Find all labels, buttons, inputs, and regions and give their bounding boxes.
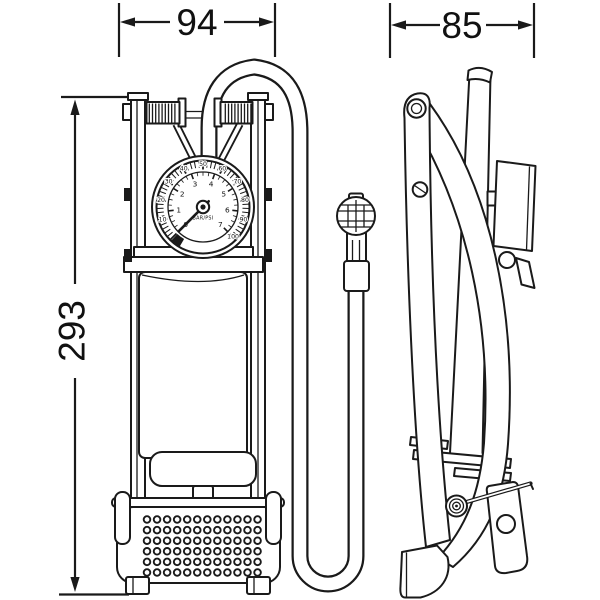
- svg-text:70: 70: [233, 179, 241, 186]
- svg-text:1: 1: [176, 205, 181, 214]
- svg-text:5: 5: [221, 189, 226, 198]
- svg-text:80: 80: [241, 197, 249, 204]
- gauge-unit-label: BAR/PSI: [193, 216, 214, 222]
- foot-pad: [399, 544, 450, 599]
- pressure-gauge: 10203040506070809010001234567 BAR/PSI: [151, 155, 255, 259]
- return-spring-side: [445, 494, 468, 518]
- front-width-value: 94: [176, 2, 217, 43]
- side-width-value: 85: [441, 5, 482, 46]
- foot-pedal: [111, 491, 285, 595]
- svg-text:6: 6: [225, 205, 230, 214]
- svg-text:30: 30: [165, 179, 173, 186]
- svg-text:90: 90: [239, 217, 247, 224]
- svg-text:7: 7: [218, 220, 223, 229]
- dimension-width-side: 85: [388, 3, 536, 58]
- hose: [200, 58, 365, 593]
- hose-hook-strap: [485, 481, 529, 575]
- svg-text:20: 20: [157, 197, 165, 204]
- svg-text:50: 50: [199, 161, 207, 168]
- svg-text:3: 3: [193, 179, 198, 188]
- svg-text:10: 10: [159, 217, 167, 224]
- side-view: [399, 66, 537, 599]
- front-view: 10203040506070809010001234567 BAR/PSI: [111, 58, 376, 595]
- pump-cylinder: [138, 271, 257, 511]
- gauge-scale-ticks: [156, 160, 250, 247]
- hose-connector: [336, 192, 376, 292]
- return-springs-front: [145, 97, 254, 128]
- pivot-bolt: [406, 98, 427, 119]
- dimension-height: 293: [52, 95, 129, 596]
- side-frame-rail: [403, 92, 451, 548]
- dimension-width-front: 94: [117, 2, 277, 57]
- svg-text:100: 100: [227, 234, 239, 241]
- release-rod: [455, 481, 534, 507]
- svg-text:4: 4: [209, 179, 214, 188]
- svg-text:60: 60: [218, 166, 226, 173]
- svg-text:40: 40: [180, 166, 188, 173]
- gauge-side: [492, 160, 537, 289]
- height-value: 293: [52, 300, 93, 362]
- pedal-arm: [412, 103, 511, 568]
- pedal-dimples: [142, 515, 262, 577]
- svg-text:2: 2: [180, 189, 185, 198]
